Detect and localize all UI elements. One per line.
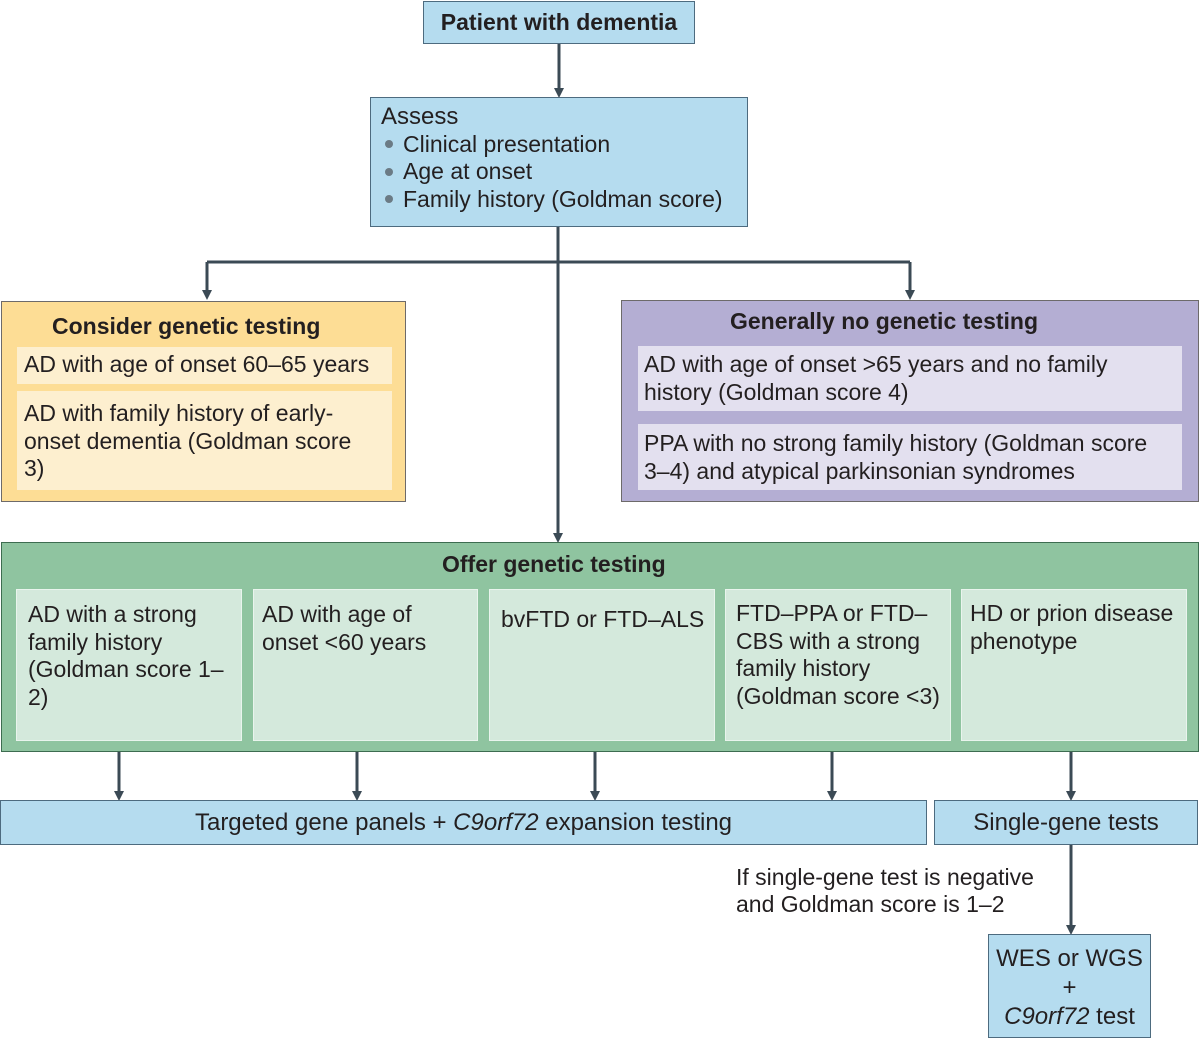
no-testing-title: Generally no genetic testing [730, 308, 1039, 334]
assess-item: Family history (Goldman score) [381, 186, 747, 214]
start-node: Patient with dementia [423, 1, 695, 44]
start-label: Patient with dementia [440, 9, 678, 35]
single-gene-label: Single-gene tests [973, 809, 1159, 836]
panels-node: Targeted gene panels + C9orf72 expansion… [0, 800, 927, 845]
offer-item: HD or prion disease phenotype [961, 589, 1187, 741]
assess-title: Assess [381, 103, 459, 130]
assess-node: Assess Clinical presentation Age at onse… [370, 97, 748, 227]
wes-plus: + [1062, 974, 1077, 1001]
no-testing-node: Generally no genetic testing AD with age… [621, 300, 1199, 502]
consider-node: Consider genetic testing AD with age of … [1, 301, 406, 502]
wes-line3: C9orf72 test [1004, 1003, 1135, 1030]
assess-item: Age at onset [381, 158, 747, 186]
single-gene-node: Single-gene tests [934, 800, 1198, 845]
wes-line1: WES or WGS [996, 945, 1143, 972]
offer-title: Offer genetic testing [442, 551, 666, 577]
consider-item: AD with age of onset 60–65 years [17, 347, 392, 384]
panels-suffix: expansion testing [538, 809, 733, 836]
offer-item: AD with a strong family history (Goldman… [16, 589, 242, 741]
assess-item: Clinical presentation [381, 131, 747, 159]
no-testing-item: AD with age of onset >65 years and no fa… [638, 346, 1182, 411]
no-testing-item: PPA with no strong family history (Goldm… [638, 424, 1182, 490]
offer-node: Offer genetic testing AD with a strong f… [1, 542, 1199, 752]
consider-item: AD with family history of early-onset de… [17, 391, 392, 490]
bullet-icon [385, 140, 393, 149]
panels-prefix: Targeted gene panels + [194, 809, 454, 836]
panels-gene: C9orf72 [453, 809, 539, 836]
consider-title: Consider genetic testing [52, 313, 321, 339]
condition-label: If single-gene test is negative and Gold… [736, 864, 1034, 917]
offer-item: bvFTD or FTD–ALS [489, 589, 715, 741]
bullet-icon [385, 195, 393, 204]
bullet-icon [385, 167, 393, 176]
offer-item: AD with age of onset <60 years [253, 589, 478, 741]
offer-item: FTD–PPA or FTD–CBS with a strong family … [725, 589, 951, 741]
wes-node: WES or WGS + C9orf72 test [988, 934, 1151, 1038]
